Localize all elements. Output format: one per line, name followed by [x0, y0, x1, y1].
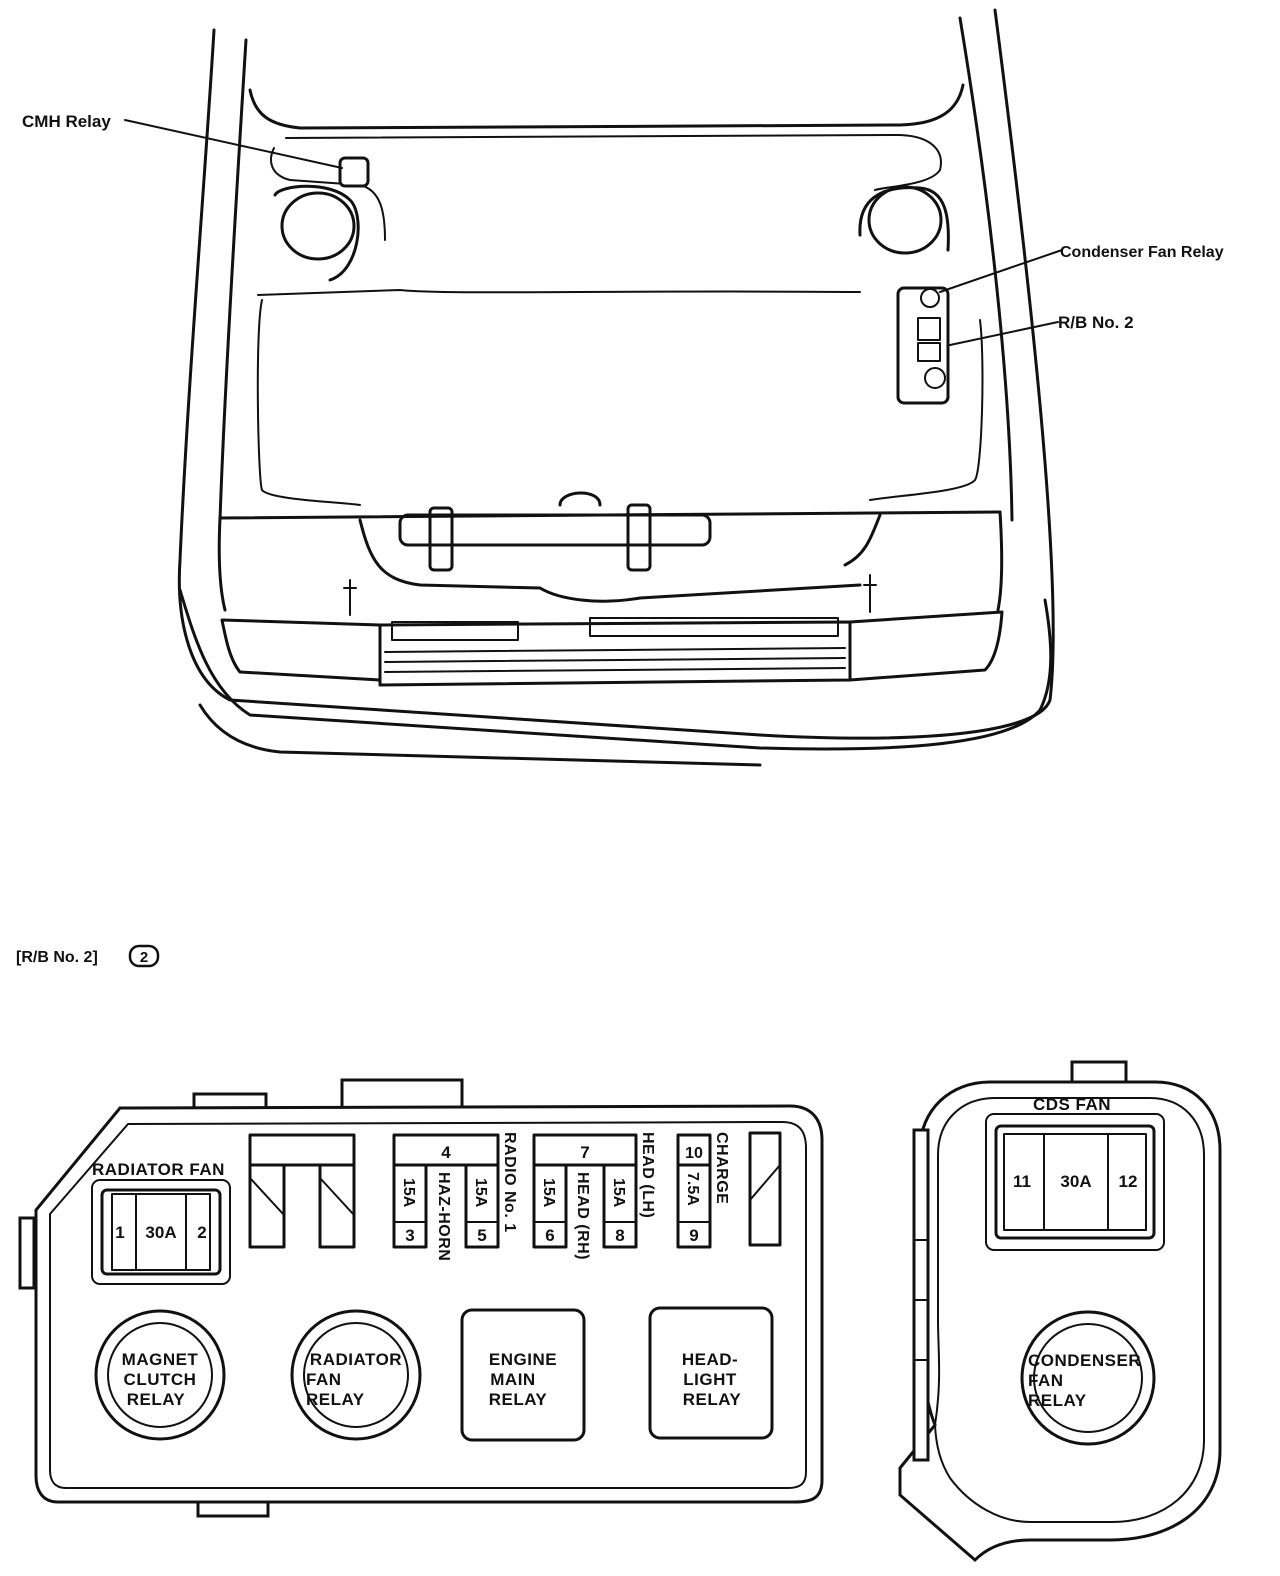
cds-fan-fuse-rating: 30A [1060, 1172, 1091, 1191]
fuse-group-a [392, 1133, 500, 1249]
fuse-5-number: 5 [477, 1226, 486, 1245]
magnet-clutch-relay-line-2: CLUTCH [124, 1370, 197, 1389]
relay-block: RADIATOR FAN 1 30A 2 4 15A 3 15A 5 HAZ-H… [18, 1078, 824, 1518]
radiator-fan-relay-line-3: RELAY [306, 1390, 365, 1409]
rb-no2-label: R/B No. 2 [1058, 313, 1134, 332]
engine-main-relay-line-1: ENGINE [489, 1350, 557, 1369]
fuse-8-number: 8 [615, 1226, 624, 1245]
condenser-fan-relay-line-3: RELAY [1028, 1391, 1087, 1410]
radiator-fan-fuse-title: RADIATOR FAN [92, 1160, 225, 1179]
fuse-group-c-top-number: 10 [685, 1145, 703, 1162]
spare-fuse-slots [248, 1131, 782, 1249]
section-header-label: [R/B No. 2] [16, 949, 98, 966]
radiator-fan-fuse-right-terminal: 2 [197, 1223, 206, 1242]
radiator-fan-relay-line-1: RADIATOR [310, 1350, 402, 1369]
headlight-relay-line-1: HEAD- [682, 1350, 738, 1369]
radiator-fan-fuse-left-terminal: 1 [115, 1223, 124, 1242]
condenser-fan-relay-leader [939, 249, 1063, 293]
fuse-6-number: 6 [545, 1226, 554, 1245]
rb-no2-leader [949, 321, 1059, 346]
condenser-fan-relay-label: Condenser Fan Relay [1060, 244, 1224, 261]
radiator-fan-relay-line-2: FAN [306, 1370, 342, 1389]
cds-fan-fuse-title: CDS FAN [1033, 1095, 1111, 1114]
condenser-fan-relay-line-2: FAN [1028, 1371, 1064, 1390]
headlight-relay-line-3: RELAY [683, 1390, 742, 1409]
fuse-9-circuit-name: CHARGE [713, 1132, 730, 1204]
section-badge-number: 2 [140, 949, 148, 966]
headlight-relay-line-2: LIGHT [683, 1370, 737, 1389]
magnet-clutch-relay [94, 1309, 226, 1441]
fuse-group-b [532, 1133, 638, 1249]
fuse-group-a-top-number: 4 [441, 1143, 451, 1162]
fuse-9-rating: 7.5A [684, 1172, 701, 1206]
fuse-8-rating: 15A [610, 1178, 627, 1208]
fuse-3-rating: 15A [400, 1178, 417, 1208]
engine-main-relay-line-3: RELAY [489, 1390, 548, 1409]
rb-no2-in-bay [896, 286, 950, 405]
fuse-6-rating: 15A [540, 1178, 557, 1208]
headlight-relay [648, 1306, 774, 1440]
magnet-clutch-relay-line-1: MAGNET [122, 1350, 199, 1369]
section-badge-frame [128, 944, 160, 968]
engine-main-relay [460, 1308, 586, 1442]
cds-fan-fuse-left-terminal: 11 [1013, 1172, 1031, 1191]
fuse-5-circuit-name: RADIO No. 1 [501, 1132, 518, 1233]
condenser-fan-relay-line-1: CONDENSER [1028, 1351, 1141, 1370]
radiator-fan-fuse-rating: 30A [145, 1223, 176, 1242]
fuse-8-circuit-name: HEAD (LH) [639, 1132, 656, 1218]
engine-bay-illustration [124, 8, 1063, 767]
radiator-fan-fuse-holder [91, 1179, 231, 1285]
cmh-relay-leader [124, 119, 343, 169]
cmh-relay-shape [338, 156, 370, 188]
magnet-clutch-relay-line-3: RELAY [127, 1390, 186, 1409]
engine-main-relay-line-2: MAIN [490, 1370, 535, 1389]
cds-fan-block [898, 1060, 1222, 1563]
fuse-3-number: 3 [405, 1226, 414, 1245]
radiator-fan-relay [290, 1309, 422, 1441]
fuse-6-circuit-name: HEAD (RH) [574, 1172, 591, 1260]
fuse-group-c [676, 1133, 712, 1249]
cmh-relay-label: CMH Relay [22, 112, 111, 131]
fuse-group-b-top-number: 7 [580, 1143, 589, 1162]
cds-fan-fuse-right-terminal: 12 [1119, 1172, 1138, 1191]
fuse-3-circuit-name: HAZ-HORN [435, 1172, 452, 1261]
fuse-5-rating: 15A [472, 1178, 489, 1208]
fuse-9-number: 9 [689, 1226, 698, 1245]
